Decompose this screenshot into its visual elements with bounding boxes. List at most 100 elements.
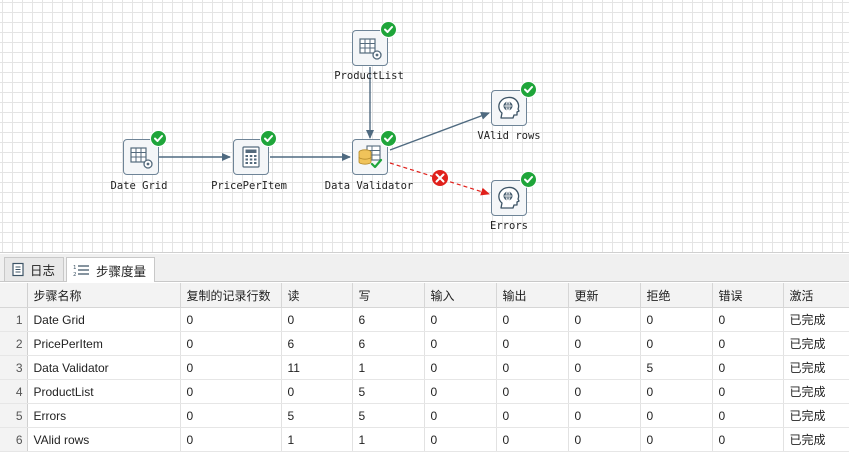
table-row[interactable]: 6 VAlid rows 0 1 1 0 0 0 0 0 已完成 — [0, 427, 849, 452]
table-cell: 0 — [424, 307, 497, 332]
step-metrics-table: 步骤名称 复制的记录行数 读 写 输入 输出 更新 拒绝 错误 激活 1 Dat… — [0, 283, 849, 452]
table-cell: 已完成 — [783, 355, 849, 380]
table-cell: 0 — [568, 331, 641, 356]
step-label-date-grid: Date Grid — [110, 180, 168, 192]
table-cell: 0 — [424, 331, 497, 356]
table-row[interactable]: 5 Errors 0 5 5 0 0 0 0 0 已完成 — [0, 403, 849, 428]
table-cell: 0 — [180, 307, 282, 332]
table-cell: 0 — [712, 379, 784, 404]
table-cell: 0 — [568, 379, 641, 404]
table-cell: 0 — [180, 331, 282, 356]
column-header[interactable]: 输入 — [424, 283, 497, 308]
table-cell: 5 — [352, 379, 425, 404]
table-cell: 0 — [424, 403, 497, 428]
table-header-row: 步骤名称 复制的记录行数 读 写 输入 输出 更新 拒绝 错误 激活 — [0, 283, 849, 308]
column-header[interactable]: 错误 — [712, 283, 784, 308]
column-header[interactable]: 写 — [352, 283, 425, 308]
row-number: 5 — [0, 403, 28, 428]
table-row[interactable]: 4 ProductList 0 0 5 0 0 0 0 0 已完成 — [0, 379, 849, 404]
table-cell: 0 — [180, 355, 282, 380]
column-header[interactable]: 拒绝 — [640, 283, 713, 308]
tab-log[interactable]: 日志 — [4, 257, 65, 281]
tab-step-metrics[interactable]: 1 2 步骤度量 — [66, 257, 156, 282]
step-metrics-icon: 1 2 — [73, 265, 89, 278]
step-data-validator[interactable] — [352, 139, 388, 175]
table-cell: 0 — [496, 403, 569, 428]
transformation-canvas[interactable]: Date Grid PricePerItem Data Validator — [0, 0, 849, 253]
table-row[interactable]: 1 Date Grid 0 0 6 0 0 0 0 0 已完成 — [0, 307, 849, 332]
table-cell: 0 — [640, 379, 713, 404]
row-number: 2 — [0, 331, 28, 356]
table-cell: 5 — [640, 355, 713, 380]
table-cell: PricePerItem — [27, 331, 181, 356]
table-cell: Errors — [27, 403, 181, 428]
svg-text:2: 2 — [73, 272, 77, 278]
table-cell: ProductList — [27, 379, 181, 404]
table-row[interactable]: 2 PricePerItem 0 6 6 0 0 0 0 0 已完成 — [0, 331, 849, 356]
table-cell: 0 — [568, 427, 641, 452]
dummy-head-icon — [498, 186, 520, 209]
table-row[interactable]: 3 Data Validator 0 11 1 0 0 0 5 0 已完成 — [0, 355, 849, 380]
success-check-icon — [150, 130, 167, 147]
table-cell: 已完成 — [783, 331, 849, 356]
table-cell: 0 — [281, 379, 353, 404]
calculator-icon — [242, 146, 260, 168]
step-label-data-validator: Data Validator — [324, 180, 414, 192]
table-cell: 5 — [281, 403, 353, 428]
column-header[interactable]: 复制的记录行数 — [180, 283, 282, 308]
step-date-grid[interactable] — [123, 139, 159, 175]
step-errors[interactable] — [491, 180, 527, 216]
table-cell: 已完成 — [783, 403, 849, 428]
column-header[interactable]: 更新 — [568, 283, 641, 308]
table-cell: 6 — [352, 307, 425, 332]
table-cell: 6 — [281, 331, 353, 356]
table-cell: 1 — [281, 427, 353, 452]
table-cell: 0 — [424, 379, 497, 404]
table-cell: 0 — [640, 403, 713, 428]
table-cell: 0 — [496, 355, 569, 380]
table-cell: 已完成 — [783, 379, 849, 404]
table-cell: 6 — [352, 331, 425, 356]
row-number-header — [0, 283, 28, 308]
table-cell: 0 — [712, 427, 784, 452]
table-cell: 0 — [640, 427, 713, 452]
table-cell: 0 — [640, 331, 713, 356]
error-hop-icon — [432, 170, 448, 186]
table-cell: 1 — [352, 355, 425, 380]
table-cell: 0 — [712, 307, 784, 332]
row-number: 6 — [0, 427, 28, 452]
table-cell: 0 — [424, 427, 497, 452]
table-cell: 0 — [568, 355, 641, 380]
table-cell: 0 — [712, 331, 784, 356]
step-label-errors: Errors — [490, 220, 528, 232]
table-cell: 0 — [712, 403, 784, 428]
table-cell: 0 — [568, 403, 641, 428]
success-check-icon — [520, 171, 537, 188]
table-cell: 0 — [496, 331, 569, 356]
hop-data-validator-to-valid-rows[interactable] — [389, 112, 490, 151]
table-cell: 已完成 — [783, 307, 849, 332]
table-cell: 0 — [424, 355, 497, 380]
column-header[interactable]: 读 — [281, 283, 353, 308]
data-grid-icon — [130, 147, 153, 169]
success-check-icon — [520, 81, 537, 98]
step-label-price-per-item: PricePerItem — [211, 180, 287, 192]
step-valid-rows[interactable] — [491, 90, 527, 126]
step-label-valid-rows: VAlid rows — [477, 130, 541, 142]
column-header[interactable]: 步骤名称 — [27, 283, 181, 308]
svg-text:1: 1 — [73, 265, 77, 271]
tab-log-label: 日志 — [30, 264, 56, 278]
table-cell: Data Validator — [27, 355, 181, 380]
column-header[interactable]: 激活 — [783, 283, 849, 308]
table-cell: 0 — [180, 379, 282, 404]
table-cell: Date Grid — [27, 307, 181, 332]
step-product-list[interactable] — [352, 30, 388, 66]
row-number: 4 — [0, 379, 28, 404]
table-cell: 0 — [640, 307, 713, 332]
table-cell: 11 — [281, 355, 353, 380]
step-label-product-list: ProductList — [334, 70, 404, 82]
table-cell: 0 — [496, 307, 569, 332]
column-header[interactable]: 输出 — [496, 283, 569, 308]
table-cell: VAlid rows — [27, 427, 181, 452]
table-cell: 0 — [496, 427, 569, 452]
